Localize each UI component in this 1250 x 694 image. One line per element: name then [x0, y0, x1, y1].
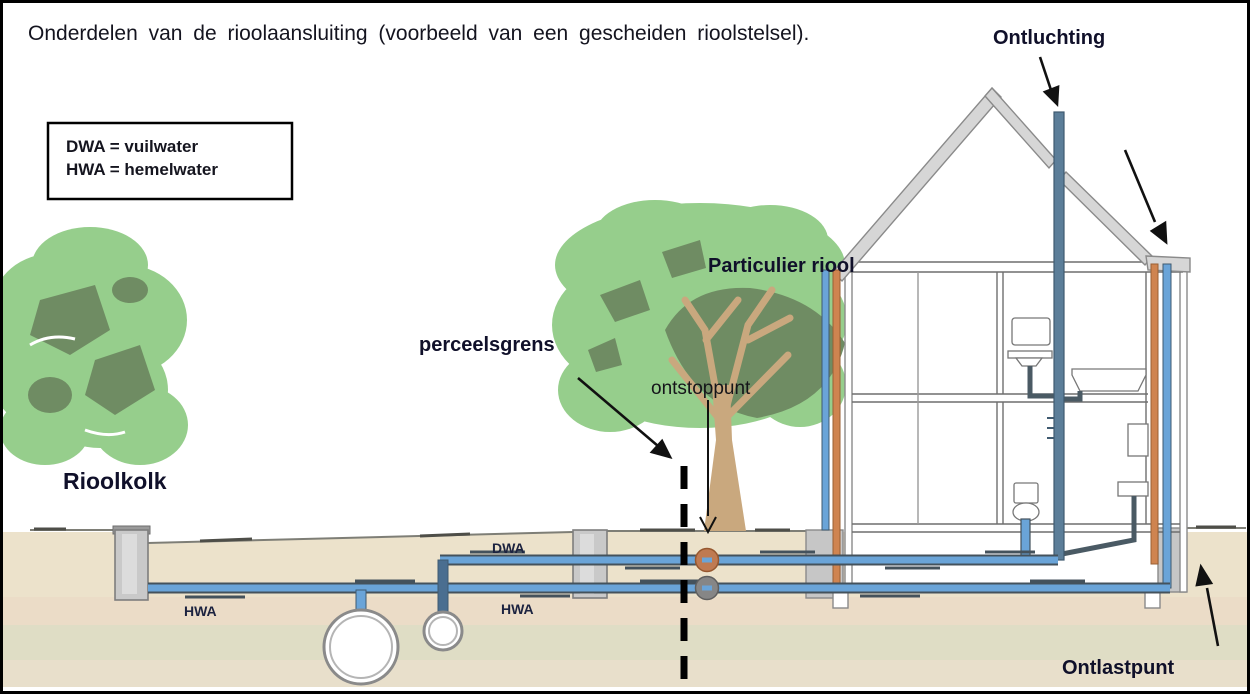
washbasin-drain [1027, 366, 1054, 399]
mirror [1011, 317, 1051, 346]
house [805, 86, 1191, 609]
tree-middle [552, 200, 847, 531]
label-dwa-pipe: DWA [492, 540, 525, 556]
roof-right-upper [984, 86, 1057, 170]
downpipe-left-blue [821, 269, 830, 531]
soil-second-layer [3, 597, 1247, 625]
sink-right-drain [1061, 496, 1137, 557]
roof-left-slope [832, 86, 1002, 283]
legend-box: DWA = vuilwater HWA = hemelwater [46, 121, 294, 201]
diagram-title: Onderdelen van de rioolaansluiting (voor… [28, 22, 809, 45]
legend-hwa: HWA = hemelwater [66, 160, 218, 179]
wall-cabinet [1127, 423, 1149, 457]
ground-floor-fixtures [1012, 423, 1149, 559]
label-ontlastpunt: Ontlastpunt [1062, 657, 1175, 679]
tree-middle-dark-foliage [588, 240, 845, 418]
tree-left [0, 227, 188, 465]
toilet-bowl [1012, 502, 1040, 522]
label-particulier-riool: Particulier riool [708, 255, 855, 277]
tree-middle-trunk [704, 385, 746, 531]
label-perceelsgrens: perceelsgrens [419, 334, 555, 356]
roof-right-lower [1058, 170, 1153, 267]
label-ontluchting: Ontluchting [993, 27, 1105, 49]
ontluchting-pipe [1053, 111, 1065, 561]
pipe-joint-dashes [185, 550, 1085, 599]
arrow-ontluchting [1038, 56, 1060, 107]
arrow-perceelsgrens [577, 377, 673, 460]
arrow-ontlastpunt [1195, 563, 1220, 647]
sink-right [1117, 481, 1149, 497]
pipe-right-orange [1150, 263, 1159, 565]
washbasin [1007, 350, 1053, 359]
arrow-ontstoppunt-pointer [699, 400, 717, 535]
toilet-tank [1013, 482, 1039, 504]
label-rioolkolk: Rioolkolk [63, 468, 167, 494]
road-surface [30, 525, 1246, 544]
tree-left-dark-foliage [28, 277, 155, 415]
vent-stack [1047, 111, 1065, 561]
ontstoppunt-markers [694, 547, 720, 601]
label-hwa-pipe: HWA [501, 601, 534, 617]
arrows [577, 56, 1220, 647]
partitions [996, 272, 1004, 524]
road-joint-dashes [34, 525, 1236, 543]
wall-right [1179, 261, 1188, 593]
rioolkolk-gully [112, 525, 151, 601]
downpipe-right-blue [1162, 263, 1172, 589]
roof [832, 86, 1191, 283]
label-ontstoppunt: ontstoppunt [651, 378, 751, 399]
legend-dwa: DWA = vuilwater [66, 137, 198, 156]
bathtub [1071, 368, 1147, 392]
stack-ticks [1047, 417, 1054, 439]
pipe-left-orange [832, 269, 841, 589]
arrow-roof [1123, 149, 1168, 245]
soil-third-layer [3, 625, 1247, 660]
washbasin-pedestal [1014, 357, 1044, 367]
tree-left-highlights [29, 335, 126, 437]
bathtub-drain [1064, 391, 1083, 402]
bathroom-upper [1007, 317, 1147, 402]
label-hwa-left: HWA [184, 603, 217, 619]
underground-pipes [148, 550, 1170, 686]
wall-left [844, 267, 853, 593]
soil-fourth-layer [3, 660, 1247, 687]
dwa-drop-pipe [437, 559, 449, 614]
